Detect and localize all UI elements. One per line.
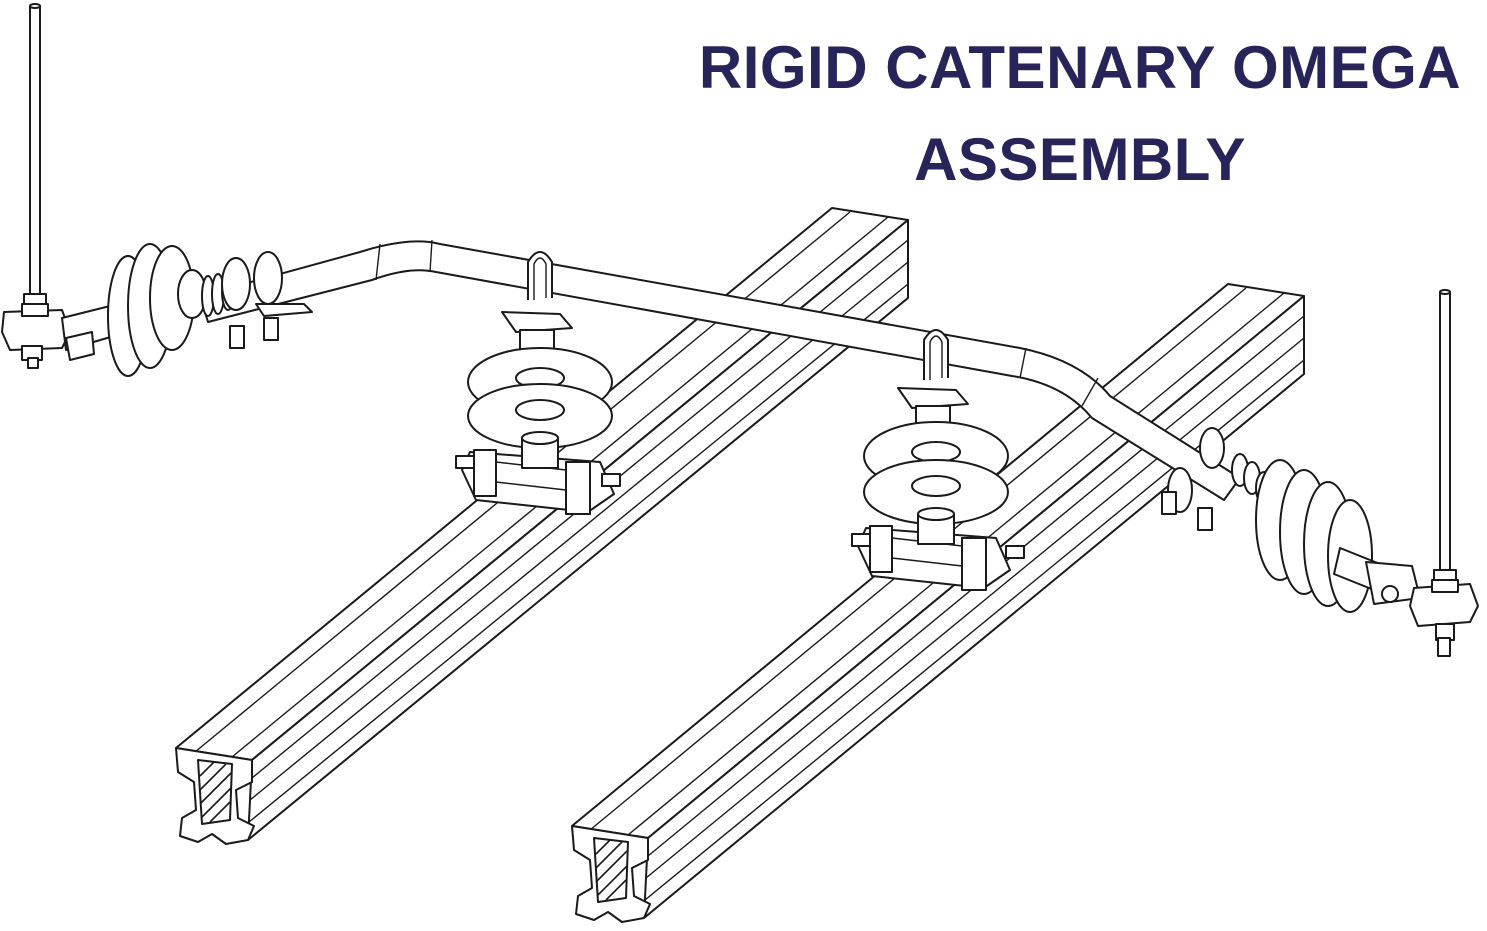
right-drop-rod (1409, 289, 1479, 657)
left-horizontal-insulator (107, 243, 313, 377)
title-line-1: RIGID CATENARY OMEGA (698, 34, 1462, 101)
left-drop-rod (1, 3, 115, 369)
title-line-2: ASSEMBLY (914, 126, 1246, 193)
left-rail-clamp (455, 449, 621, 515)
left-rail-section-hatch (199, 761, 232, 823)
right-rail-clamp (851, 525, 1025, 591)
right-rail-section-hatch (595, 839, 628, 901)
diagram-title: RIGID CATENARY OMEGA ASSEMBLY (640, 22, 1487, 206)
left-post-insulator (467, 251, 613, 469)
right-horizontal-insulator (1161, 427, 1421, 613)
right-post-insulator (863, 329, 1009, 545)
